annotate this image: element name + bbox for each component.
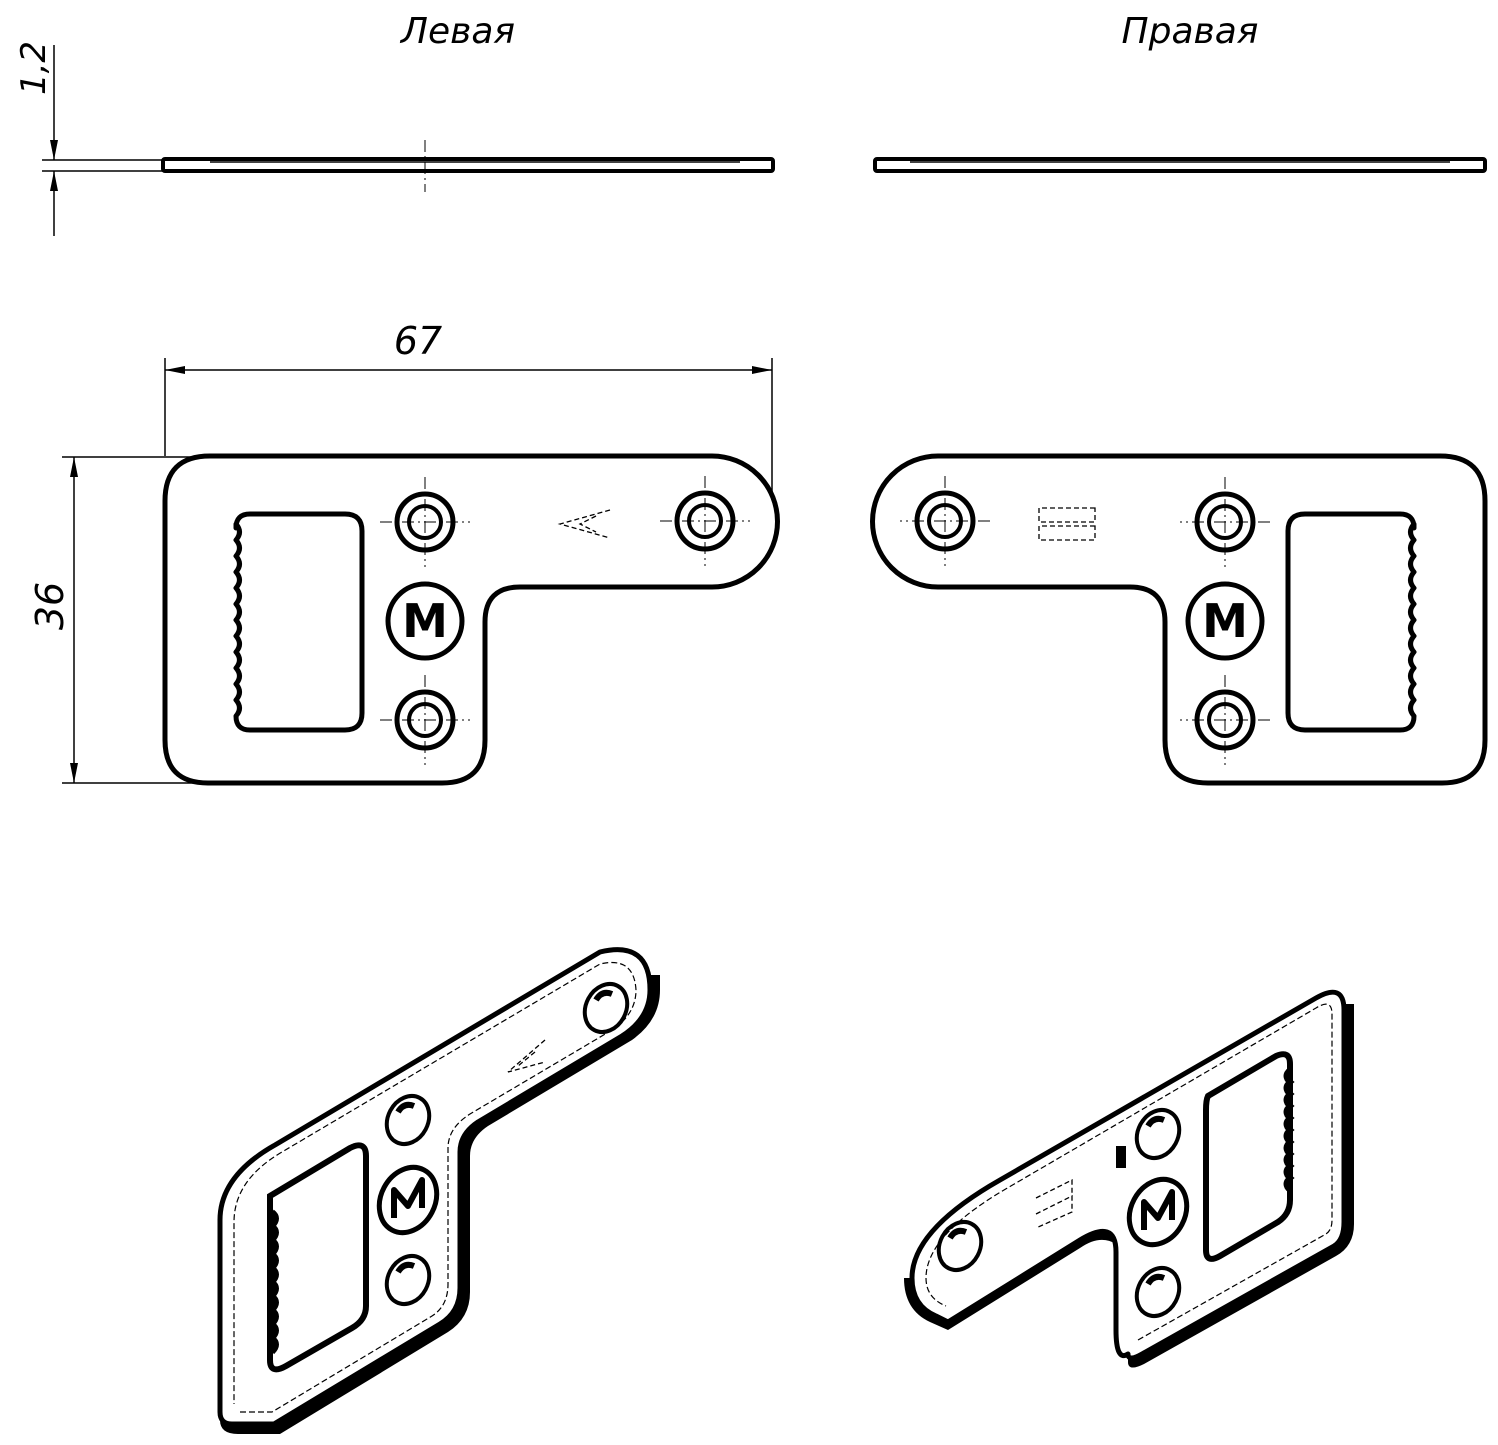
hole [660,476,750,566]
hole [380,675,470,765]
hidden-marking [1038,507,1096,541]
hidden-marking [1035,1178,1073,1229]
left-side-view [161,140,775,192]
emblem-icon [1126,1176,1190,1248]
hole [936,1220,984,1272]
hole [1134,1266,1182,1318]
hole [582,982,630,1034]
hole [900,476,990,566]
svg-text:М: М [402,594,448,648]
emblem-icon: М [1185,581,1265,661]
thickness-value: 1,2 [14,41,54,95]
left-plate-isometric-view [217,947,660,1434]
hole [1134,1108,1182,1160]
hidden-marking [557,509,611,539]
right-side-view [873,157,1487,173]
left-view-title: Левая [399,11,515,52]
hole [1180,675,1270,765]
right-plate-plan-view: М [870,453,1488,786]
hole [384,1094,432,1146]
hidden-marking [507,1039,546,1073]
height-value: 36 [28,582,72,630]
emblem-icon [376,1164,440,1236]
right-plate-isometric-view [904,989,1354,1368]
height-dimension: 36 [28,456,200,784]
length-value: 67 [394,319,442,363]
hole [384,1254,432,1306]
hole [380,477,470,567]
length-dimension: 67 [164,319,773,500]
hole [1180,477,1270,567]
emblem-icon: М [385,581,465,661]
svg-text:М: М [1202,594,1248,648]
right-view-title: Правая [1122,11,1259,52]
thickness-dimension: 1,2 [14,41,163,236]
left-plate-plan-view: М [162,453,780,786]
